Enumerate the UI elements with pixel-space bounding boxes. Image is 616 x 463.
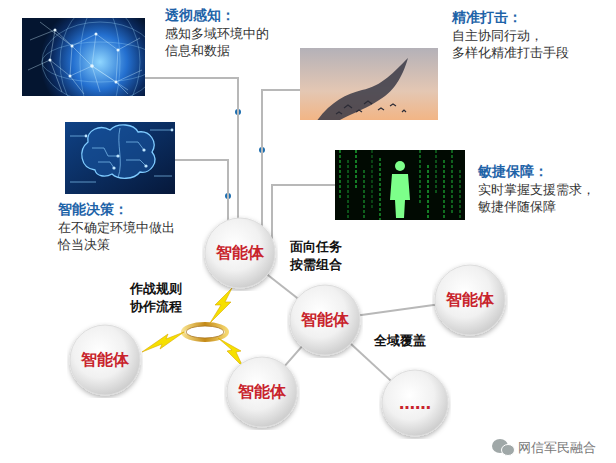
agent-circle: 智能体 [67,322,143,398]
circle-outline [227,357,297,427]
code-rain-picture [335,150,465,220]
agent-circle: 智能体 [432,262,508,338]
picture-box: 透彻感知：感知多域环境中的 信息和数据 [22,18,145,96]
agent-label: 智能体 [446,290,494,311]
brain-outline [82,125,155,178]
caption-block: 精准打击：自主协同行动， 多样化精准打击手段 [452,8,582,62]
lightning-bolt [218,338,243,367]
globe-glow [40,18,145,96]
circle-outline [435,265,505,335]
connector-line [267,275,297,299]
agent-label: 智能体 [216,243,264,264]
circle-outline [290,285,360,355]
connector-line [272,185,335,239]
agent-circle: 智能体 [287,282,363,358]
flock-shape [316,58,408,120]
agent-label: 智能体 [301,310,349,331]
circuit-dots [85,129,174,170]
feature-text: 实时掌握支援需求， 敏捷伴随保障 [478,181,608,216]
agent-label: …… [399,394,431,413]
gold-ring [183,324,227,340]
code-columns [340,150,460,220]
network-lines [28,22,142,94]
agent-circle: 智能体 [224,354,300,430]
caption-block: 透彻感知：感知多域环境中的 信息和数据 [165,6,295,60]
feature-text: 感知多域环境中的 信息和数据 [165,25,295,60]
feature-text: 在不确定环境中做出 恰当决策 [58,219,188,254]
watermark-text: 网信军民融合 [518,439,596,457]
picture-box: 智能决策：在不确定环境中做出 恰当决策 [65,122,175,194]
network-globe-picture [22,18,145,96]
annotation-label: 全域覆盖 [374,332,426,350]
globe-grid [42,18,145,96]
gold-ring-inner [186,326,224,338]
feature-text: 自主协同行动， 多样化精准打击手段 [452,27,582,62]
network-dots [49,29,120,84]
connector-line [285,346,302,365]
circle-outline [382,370,448,436]
picture-box: 精准打击：自主协同行动， 多样化精准打击手段 [300,48,438,120]
rule-ring [183,324,227,340]
joint-dots [225,109,265,199]
circuit-lines [70,128,172,182]
connector-line [145,78,238,218]
lightning-bolt [210,288,232,323]
caption-block: 敏捷保障：实时掌握支援需求， 敏捷伴随保障 [478,162,608,216]
feature-heading: 精准打击： [452,8,582,27]
connector-line [262,90,300,226]
annotation-label: 作战规则 协作流程 [130,280,188,315]
connector-line [360,305,436,315]
green-figure [390,161,410,218]
circuit-brain-picture [65,122,175,194]
circle-outline [70,325,140,395]
picture-ground [300,48,438,120]
small-birds [336,101,406,114]
circle-outline [205,218,275,288]
picture-ground [65,122,175,194]
feature-heading: 智能决策： [58,200,188,219]
picture-box: 敏捷保障：实时掌握支援需求， 敏捷伴随保障 [335,150,465,220]
bird-flock-picture [300,48,438,120]
lightning-bolt [142,332,184,352]
feature-heading: 透彻感知： [165,6,295,25]
agent-circle: 智能体 [202,215,278,291]
picture-ground [335,150,465,220]
connector-line [351,344,391,381]
feature-heading: 敏捷保障： [478,162,608,181]
connector-line [175,160,228,220]
caption-block: 智能决策：在不确定环境中做出 恰当决策 [58,200,188,254]
annotation-label: 面向任务 按需组合 [290,238,348,273]
wechat-icon [492,439,515,456]
agent-label: 智能体 [81,350,129,371]
agent-label: 智能体 [238,382,286,403]
agent-circle: …… [379,367,451,439]
